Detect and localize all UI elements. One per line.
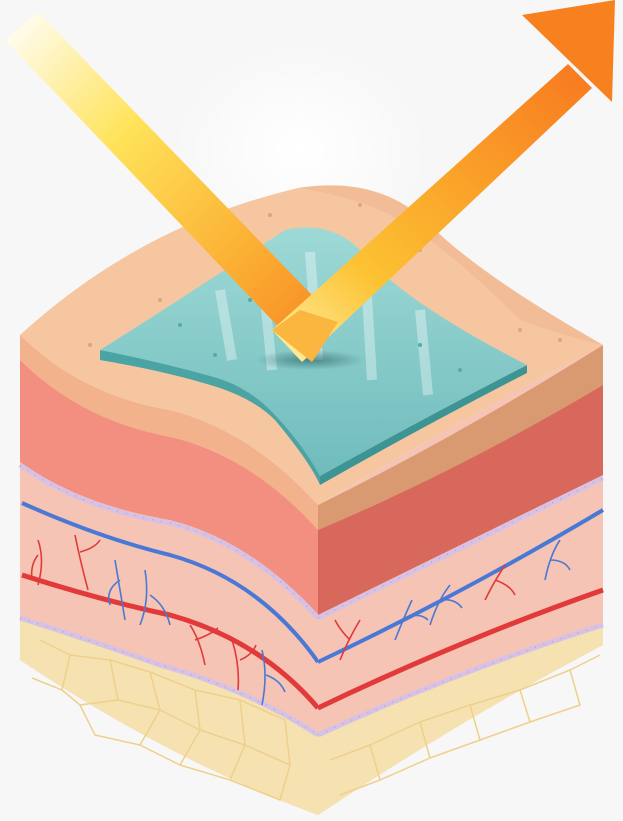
illustration-canvas	[0, 0, 623, 821]
illustration	[0, 0, 623, 821]
